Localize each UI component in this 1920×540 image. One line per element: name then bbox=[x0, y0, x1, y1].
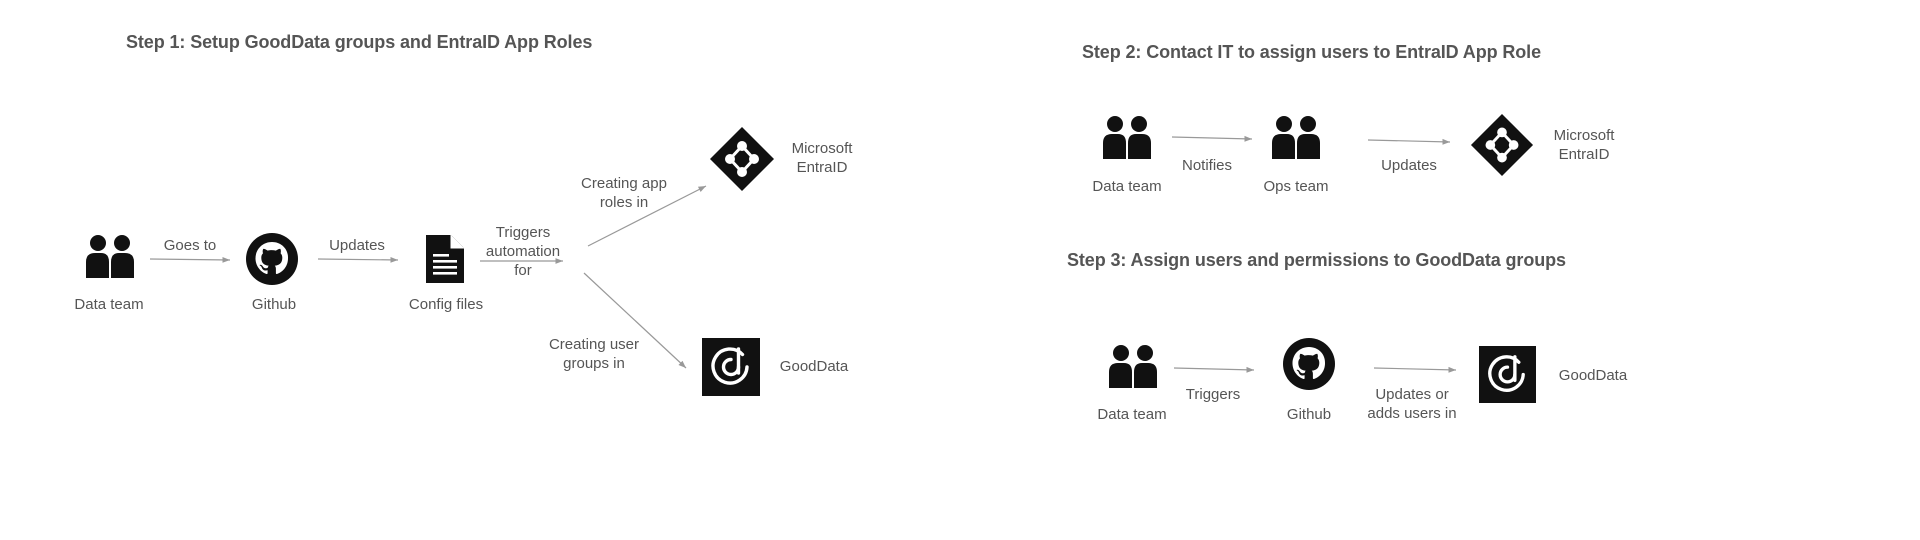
step3-edge-updates: Updates or adds users in bbox=[1367, 386, 1457, 422]
gooddata-icon bbox=[702, 338, 760, 396]
entraid-icon bbox=[1470, 113, 1534, 177]
step1-github-label: Github bbox=[251, 296, 297, 313]
people-icon bbox=[1270, 115, 1322, 161]
people-icon bbox=[1101, 115, 1153, 161]
step1-data-team-label: Data team bbox=[74, 296, 144, 313]
arrow-updates bbox=[317, 256, 399, 263]
step2-title: Step 2: Contact IT to assign users to En… bbox=[1082, 42, 1541, 62]
step3-gooddata-label: GoodData bbox=[1558, 367, 1628, 384]
people-icon bbox=[1107, 344, 1159, 390]
arrow-step3-triggers bbox=[1173, 366, 1255, 373]
step1-microsoft-entraid-label: Microsoft EntraID bbox=[791, 140, 853, 176]
arrow-step2-updates bbox=[1367, 138, 1451, 145]
step1-gooddata-label: GoodData bbox=[779, 358, 849, 375]
step3-github-label: Github bbox=[1286, 406, 1332, 423]
github-icon bbox=[1282, 337, 1336, 391]
step1-edge-user-groups: Creating user groups in bbox=[548, 336, 640, 372]
step2-microsoft-entraid-label: Microsoft EntraID bbox=[1553, 127, 1615, 163]
document-icon bbox=[424, 233, 466, 285]
arrow-notifies bbox=[1171, 135, 1253, 142]
arrow-step3-updates bbox=[1373, 366, 1457, 373]
step1-edge-app-roles: Creating app roles in bbox=[581, 175, 667, 211]
step3-title: Step 3: Assign users and permissions to … bbox=[1067, 250, 1566, 270]
step1-config-files-label: Config files bbox=[408, 296, 484, 313]
step2-ops-team-label: Ops team bbox=[1263, 178, 1329, 195]
step2-edge-notifies: Notifies bbox=[1181, 157, 1233, 174]
people-icon bbox=[84, 234, 136, 280]
step1-edge-goes-to: Goes to bbox=[163, 237, 217, 254]
step1-edge-triggers: Triggers automation for bbox=[485, 224, 561, 279]
gooddata-icon bbox=[1479, 346, 1536, 403]
step1-title: Step 1: Setup GoodData groups and EntraI… bbox=[126, 32, 593, 52]
step1-edge-updates: Updates bbox=[329, 237, 385, 254]
entraid-icon bbox=[709, 126, 775, 192]
step2-edge-updates: Updates bbox=[1381, 157, 1437, 174]
step3-edge-triggers: Triggers bbox=[1185, 386, 1241, 403]
step2-data-team-label: Data team bbox=[1092, 178, 1162, 195]
step3-data-team-label: Data team bbox=[1097, 406, 1167, 423]
arrow-goes-to bbox=[149, 256, 231, 263]
github-icon bbox=[245, 232, 299, 286]
